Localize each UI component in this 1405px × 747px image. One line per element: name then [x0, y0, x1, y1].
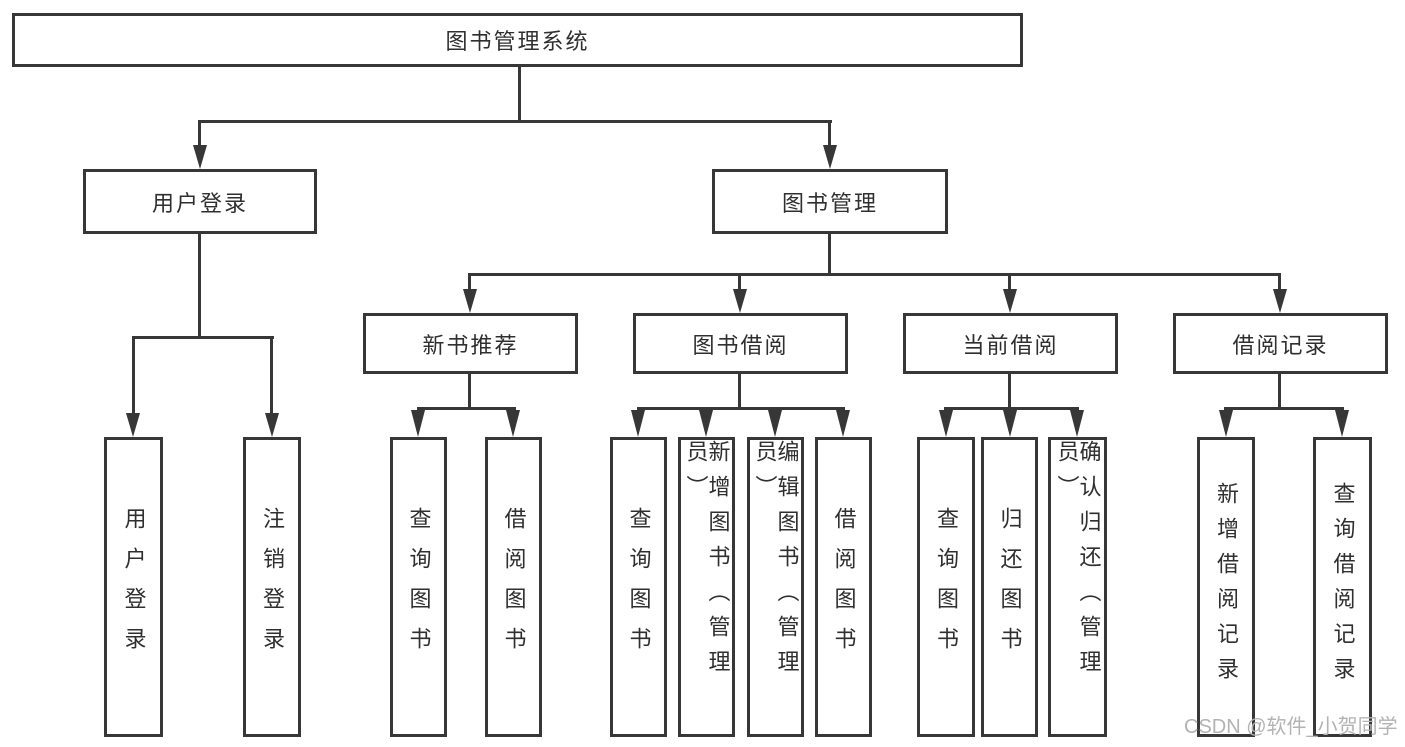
arrowhead-borrow-books-2 — [836, 410, 850, 437]
connector-drop-current-borrowing — [1008, 273, 1011, 293]
leaf-query-books-3-label: 查询图书 — [934, 507, 959, 667]
leaf-confirm-return-admin: 确认归还（管理员） — [1048, 437, 1107, 737]
arrowhead-query-books-3 — [939, 410, 953, 437]
connector-borrowrecords-stem — [1278, 374, 1281, 410]
connector-root-stem — [518, 67, 521, 123]
connector-drop-new-book-recommend — [468, 273, 471, 293]
connector-userlogin-stem — [198, 234, 201, 339]
leaf-add-books-admin-label: 新增图书（管理员） — [683, 440, 731, 685]
leaf-borrow-books-2: 借阅图书 — [815, 437, 872, 737]
node-library-system-label: 图书管理系统 — [445, 29, 590, 54]
connector-drop-book-management — [828, 120, 831, 148]
node-book-borrowing: 图书借阅 — [633, 313, 848, 374]
leaf-query-books-1: 查询图书 — [390, 437, 447, 737]
connector-bookborrow-branch — [637, 407, 845, 410]
leaf-query-borrow-record-label: 查询借阅记录 — [1330, 482, 1356, 692]
node-borrowing-records-label: 借阅记录 — [1232, 332, 1329, 358]
leaf-user-login-label: 用户登录 — [121, 507, 147, 667]
arrowhead-leaf-user-login — [126, 413, 140, 437]
connector-currentborrow-branch — [944, 407, 1079, 410]
connector-drop-leaf-logout — [270, 336, 273, 416]
arrowhead-add-books-admin — [699, 410, 713, 437]
node-user-login-label: 用户登录 — [151, 190, 248, 216]
connector-currentborrow-stem — [1008, 374, 1011, 410]
leaf-return-books-label: 归还图书 — [997, 507, 1023, 667]
arrowhead-borrow-books-1 — [506, 410, 520, 437]
leaf-edit-books-admin: 编辑图书（管理员） — [747, 437, 804, 737]
connector-root-branch — [198, 120, 832, 123]
arrowhead-book-borrowing — [733, 289, 747, 313]
leaf-user-login: 用户登录 — [104, 437, 163, 737]
leaf-logout-login: 注销登录 — [243, 437, 301, 737]
connector-userlogin-branch — [132, 336, 274, 339]
connector-drop-borrowing-records — [1278, 273, 1281, 293]
node-new-book-recommend: 新书推荐 — [363, 313, 578, 374]
connector-bookmgmt-stem — [828, 234, 831, 276]
connector-drop-user-login — [198, 120, 201, 148]
leaf-borrow-books-2-label: 借阅图书 — [831, 507, 857, 667]
leaf-query-borrow-record: 查询借阅记录 — [1313, 437, 1372, 737]
connector-borrowrecords-branch — [1224, 407, 1344, 410]
connector-drop-leaf-user-login — [132, 336, 135, 416]
csdn-watermark: CSDN @软件_小贺同学 — [1184, 716, 1398, 738]
arrowhead-new-book-recommend — [463, 289, 477, 313]
connector-bookborrow-stem — [738, 374, 741, 410]
leaf-borrow-books-1-label: 借阅图书 — [501, 507, 527, 667]
node-book-management: 图书管理 — [712, 169, 948, 234]
arrowhead-query-borrow-record — [1335, 410, 1349, 437]
leaf-query-books-3: 查询图书 — [917, 437, 975, 737]
leaf-return-books: 归还图书 — [981, 437, 1038, 737]
arrowhead-confirm-return-admin — [1070, 410, 1084, 437]
node-current-borrowing-label: 当前借阅 — [962, 332, 1059, 358]
arrowhead-query-books-2 — [631, 410, 645, 437]
arrowhead-query-books-1 — [411, 410, 425, 437]
connector-newbookrec-branch — [417, 407, 516, 410]
arrowhead-leaf-logout — [265, 413, 279, 437]
arrowhead-return-books — [1003, 410, 1017, 437]
leaf-add-borrow-record-label: 新增借阅记录 — [1214, 482, 1239, 692]
leaf-query-books-2: 查询图书 — [610, 437, 667, 737]
leaf-add-borrow-record: 新增借阅记录 — [1197, 437, 1255, 737]
arrowhead-book-management — [823, 145, 837, 169]
node-current-borrowing: 当前借阅 — [903, 313, 1118, 374]
arrowhead-add-borrow-record — [1219, 410, 1233, 437]
node-new-book-recommend-label: 新书推荐 — [422, 332, 519, 358]
connector-bookmgmt-branch — [468, 273, 1281, 276]
node-user-login: 用户登录 — [83, 169, 317, 234]
node-borrowing-records: 借阅记录 — [1173, 313, 1388, 374]
leaf-query-books-2-label: 查询图书 — [626, 507, 652, 667]
leaf-logout-login-label: 注销登录 — [260, 507, 285, 667]
node-book-borrowing-label: 图书借阅 — [692, 332, 789, 358]
arrowhead-borrowing-records — [1273, 289, 1287, 313]
node-library-system: 图书管理系统 — [12, 13, 1023, 67]
leaf-add-books-admin: 新增图书（管理员） — [678, 437, 735, 737]
connector-newbookrec-stem — [468, 374, 471, 410]
leaf-edit-books-admin-label: 编辑图书（管理员） — [752, 440, 800, 685]
node-book-management-label: 图书管理 — [781, 190, 878, 216]
arrowhead-edit-books-admin — [768, 410, 782, 437]
arrowhead-current-borrowing — [1003, 289, 1017, 313]
arrowhead-user-login — [193, 145, 207, 169]
leaf-query-books-1-label: 查询图书 — [406, 507, 432, 667]
leaf-confirm-return-admin-label: 确认归还（管理员） — [1054, 440, 1102, 685]
leaf-borrow-books-1: 借阅图书 — [485, 437, 542, 737]
connector-drop-book-borrowing — [738, 273, 741, 293]
